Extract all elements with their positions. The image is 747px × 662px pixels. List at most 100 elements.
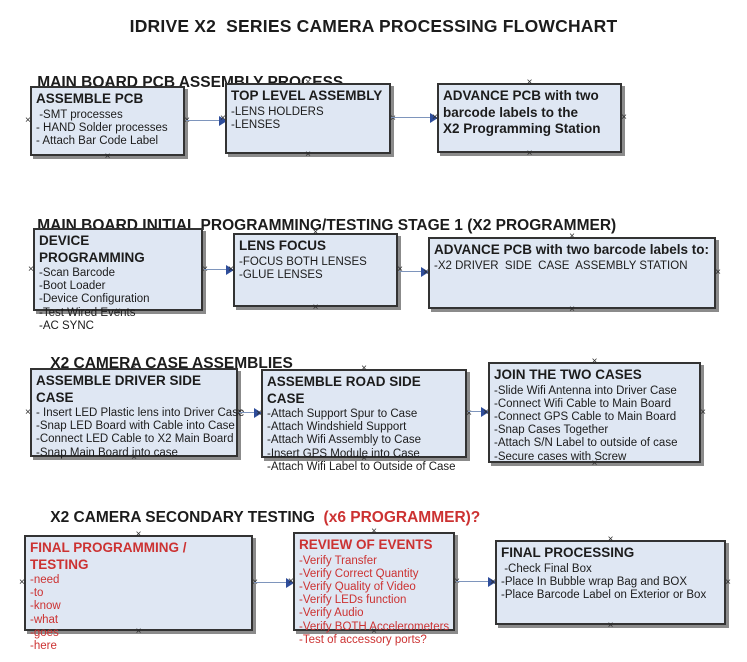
- box-item: -Place In Bubble wrap Bag and BOX: [501, 575, 688, 588]
- connector-handle-icon: ×: [700, 406, 706, 418]
- box-item: -Slide Wifi Antenna into Driver Case: [494, 384, 677, 397]
- connector-handle-icon: ×: [621, 112, 627, 123]
- box-item: -Device Configuration: [39, 293, 150, 306]
- flow-arrow: [254, 578, 294, 588]
- flow-arrow: [204, 265, 234, 275]
- flow-arrow: [391, 113, 438, 123]
- box-item-list: - Insert LED Plastic lens into Driver Ca…: [36, 407, 244, 460]
- box-item: -Connect LED Cable to X2 Main Board: [36, 433, 234, 446]
- connector-handle-icon: ×: [526, 148, 533, 159]
- box-title: DEVICE PROGRAMMING: [39, 233, 145, 265]
- page-title: IDRIVE X2 SERIES CAMERA PROCESSING FLOWC…: [129, 16, 618, 36]
- box-item: -Secure cases with Screw: [494, 450, 627, 463]
- box-item-list: -X2 DRIVER SIDE CASE ASSEMBLY STATION: [434, 260, 710, 273]
- section-header-text: X2 CAMERA CASE ASSEMBLIES: [50, 355, 293, 372]
- section-header-text: X2 CAMERA SECONDARY TESTING: [50, 509, 320, 526]
- arrow-line: [391, 117, 431, 118]
- box-item: -Attach Windshield Support: [267, 421, 407, 434]
- arrow-line: [186, 120, 220, 121]
- flow-box-assemble-pcb: ASSEMBLE PCB -SMT processes- HAND Solder…: [25, 81, 190, 162]
- box-title: TOP LEVEL ASSEMBLY: [231, 88, 383, 103]
- connector-handle-icon: ×: [104, 151, 111, 162]
- box-item: -Insert GPS Module into Case: [267, 447, 420, 460]
- box-item: -Place Barcode Label on Exterior or Box: [501, 588, 707, 601]
- arrow-head-icon: [219, 116, 227, 126]
- arrow-head-icon: [488, 577, 496, 587]
- connector-handle-icon: ×: [725, 576, 731, 588]
- flow-arrow: [468, 407, 489, 417]
- box-item: -Attach S/N Label to outside of case: [494, 437, 678, 450]
- arrow-head-icon: [481, 407, 489, 417]
- box-item: -X2 DRIVER SIDE CASE ASSEMBLY STATION: [434, 259, 688, 272]
- box-item-list: -need-to-know-what-goes-here: [30, 574, 247, 653]
- box-item: -LENS HOLDERS: [231, 105, 324, 118]
- arrow-line: [468, 411, 482, 412]
- box-item-list: -Attach Support Spur to Case-Attach Wind…: [267, 408, 461, 474]
- box-item: -Snap Main Board into case: [36, 446, 178, 459]
- flow-box-join-the-two-cases: JOIN THE TWO CASES -Slide Wifi Antenna i…: [483, 357, 706, 469]
- flow-box-review-of-events: REVIEW OF EVENTS -Verify Transfer-Verify…: [288, 527, 460, 646]
- connector-handle-icon: ×: [361, 363, 367, 374]
- box-item-list: -FOCUS BOTH LENSES-GLUE LENSES: [239, 256, 392, 282]
- box-item-list: -Scan Barcode-Boot Loader-Device Configu…: [39, 267, 197, 333]
- box-title: LENS FOCUS: [239, 238, 327, 253]
- box-item: -Verify LEDs function: [299, 594, 407, 607]
- flow-box-assemble-road-side-case: ASSEMBLE ROAD SIDE CASE -Attach Support …: [256, 364, 472, 473]
- connector-handle-icon: ×: [305, 149, 311, 160]
- box-item-list: -Verify Transfer-Verify Correct Quantity…: [299, 555, 449, 647]
- box-item: -LENSES: [231, 118, 281, 131]
- box-item: - Attach Bar Code Label: [36, 134, 159, 147]
- section-header-case-assemblies: X2 CAMERA CASE ASSEMBLIES: [33, 337, 293, 391]
- box-item: -Verify Audio: [299, 607, 364, 620]
- arrow-head-icon: [286, 578, 294, 588]
- flow-box-final-programming-testing: FINAL PROGRAMMING / TESTING -need-to-kno…: [19, 530, 258, 653]
- flow-box-top-level-assembly: TOP LEVEL ASSEMBLY -LENS HOLDERS-LENSES …: [220, 78, 396, 160]
- box-title: REVIEW OF EVENTS: [299, 537, 433, 552]
- flow-box-assemble-driver-side-case: ASSEMBLE DRIVER SIDE CASE - Insert LED P…: [25, 363, 244, 463]
- box-item: -to: [30, 587, 44, 600]
- connector-handle-icon: ×: [28, 263, 34, 275]
- section-header-secondary-testing: X2 CAMERA SECONDARY TESTING (x6 PROGRAMM…: [33, 491, 480, 545]
- box-item: -Snap LED Board with Cable into Case: [36, 420, 235, 433]
- box-item: -Verify Quality of Video: [299, 580, 416, 593]
- box-item: -Verify Transfer: [299, 554, 377, 567]
- connector-handle-icon: ×: [715, 267, 721, 278]
- arrow-head-icon: [254, 408, 262, 418]
- flow-arrow: [456, 577, 496, 587]
- connector-handle-icon: ×: [607, 620, 614, 631]
- box-item: -GLUE LENSES: [239, 268, 323, 281]
- connector-handle-icon: ×: [607, 534, 614, 545]
- flow-arrow: [399, 267, 429, 277]
- box-item-list: -LENS HOLDERS-LENSES: [231, 106, 385, 132]
- box-title: FINAL PROCESSING: [501, 545, 635, 560]
- box-item: -Test Wired Events: [39, 306, 136, 319]
- box-title: JOIN THE TWO CASES: [494, 367, 642, 382]
- box-item: -goes: [30, 626, 59, 639]
- arrow-line: [456, 581, 489, 582]
- box-item: -Check Final Box: [501, 562, 592, 575]
- arrow-line: [204, 269, 227, 270]
- box-title: ADVANCE PCB with two barcode labels to t…: [443, 88, 601, 136]
- connector-handle-icon: ×: [19, 577, 25, 588]
- box-item: -here: [30, 640, 57, 653]
- box-item: -Connect GPS Cable to Main Board: [494, 410, 677, 423]
- connector-handle-icon: ×: [569, 304, 575, 315]
- arrow-head-icon: [226, 265, 234, 275]
- box-item: -Scan Barcode: [39, 267, 116, 279]
- box-title: FINAL PROGRAMMING / TESTING: [30, 540, 187, 572]
- box-item: -Attach Wifi Label to Outside of Case: [267, 460, 456, 473]
- box-item-list: -Slide Wifi Antenna into Driver Case-Con…: [494, 385, 695, 464]
- box-item: -AC SYNC: [39, 319, 94, 332]
- box-item: -Connect Wifi Cable to Main Board: [494, 397, 672, 410]
- box-item: - HAND Solder processes: [36, 121, 168, 134]
- flow-box-advance-to-case-assembly: ADVANCE PCB with two barcode labels to: …: [423, 232, 721, 315]
- connector-handle-icon: ×: [526, 77, 533, 88]
- connector-handle-icon: ×: [312, 302, 319, 313]
- box-item: -Attach Support Spur to Case: [267, 408, 418, 420]
- connector-handle-icon: ×: [25, 115, 31, 126]
- arrow-head-icon: [421, 267, 429, 277]
- section-header-suffix-red: (x6 PROGRAMMER)?: [319, 509, 481, 526]
- box-title: ADVANCE PCB with two barcode labels to:: [434, 242, 710, 257]
- box-item: -Attach Wifi Assembly to Case: [267, 434, 422, 447]
